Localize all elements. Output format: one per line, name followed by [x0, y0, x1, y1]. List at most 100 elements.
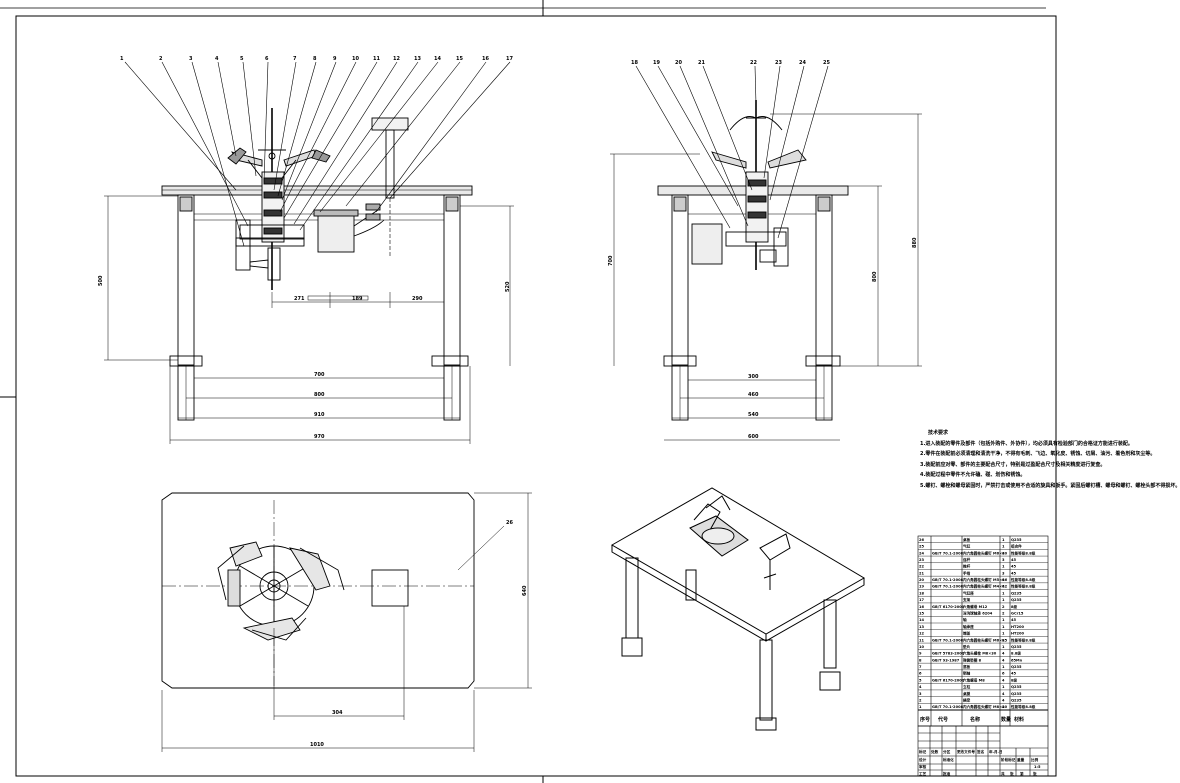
bom-cell-mat: 8级: [1011, 604, 1018, 609]
bom-cell-no: 1: [919, 705, 922, 709]
bom-cell-qty: 4: [1002, 699, 1005, 703]
bom-cell-name: 横梁: [963, 698, 971, 703]
bom-cell-mat: 45: [1011, 618, 1017, 622]
bom-cell-mat: HT200: [1011, 625, 1024, 629]
bom-cell-name: 气缸座: [963, 590, 974, 595]
bom-cell-qty: 4: [1002, 705, 1005, 709]
bom-cell-qty: 6: [1002, 578, 1005, 582]
bom-cell-code: GB/T 70.1-2008: [932, 705, 964, 709]
balloon-label: 13: [414, 56, 421, 62]
dim-600: 600: [748, 434, 759, 440]
top-view-labels: 1010 304 640 26: [310, 520, 528, 748]
dim-304: 304: [332, 710, 343, 716]
tb-label: 设计: [919, 757, 927, 762]
bom-cell-qty: 8: [1002, 638, 1005, 642]
side-view-dimensions: [610, 113, 922, 441]
bom-cell-qty: 6: [1002, 585, 1005, 589]
note-line: 5.螺钉、螺栓和螺母紧固时，严禁打击或使用不合适的旋具和扳手。紧固后螺钉槽、螺母…: [920, 482, 1180, 489]
bom-cell-name: 轴: [963, 617, 967, 622]
bom-cell-no: 19: [919, 585, 925, 589]
dim-700: 700: [314, 372, 325, 378]
balloon-label: 26: [506, 520, 513, 526]
dim-910: 910: [314, 412, 325, 418]
bom-cell-name: 推杆: [963, 564, 971, 569]
balloon-label: 17: [506, 56, 513, 62]
bom-cell-qty: 1: [1002, 545, 1005, 549]
bom-cell-name: 六角螺母 M12: [963, 604, 988, 609]
bom-cell-mat: Q235: [1011, 699, 1022, 703]
bom-cell-name: 轴承座: [963, 624, 974, 629]
bom-cell-mat: Q235: [1011, 598, 1022, 602]
bom-cell-mat: Q235: [1011, 665, 1022, 669]
balloon-label: 2: [159, 56, 163, 62]
bom-cell-mat: Q235: [1011, 685, 1022, 689]
bom-cell-no: 15: [919, 612, 925, 616]
bom-cell-no: 14: [919, 618, 925, 622]
bom-cell-qty: 1: [1002, 598, 1005, 602]
dim-700: 700: [608, 255, 614, 266]
front-view: [161, 108, 473, 421]
bom-header: 序号 代号 名称 数量 材料: [919, 716, 1024, 723]
bom-cell-name: 立柱: [963, 684, 971, 689]
balloon-label: 23: [775, 60, 782, 66]
bom-cell-mat: 65Mn: [1011, 658, 1023, 662]
tb-label: 重量: [1017, 757, 1025, 762]
dim-460: 460: [748, 392, 759, 398]
balloon-label: 24: [799, 60, 806, 66]
tb-label: 工艺: [919, 771, 927, 776]
bom-cell-mat: 性能等级8.8级: [1010, 637, 1036, 642]
bom-cell-qty: 1: [1002, 565, 1005, 569]
bom-cell-qty: 4: [1002, 551, 1005, 555]
bom-cell-code: GB/T 70.1-2008: [932, 551, 964, 555]
dim-271: 271: [294, 296, 305, 302]
bom-cell-qty: 4: [1002, 658, 1005, 662]
dim-500: 500: [98, 275, 104, 286]
top-view-dimensions: [161, 492, 532, 752]
bom-cell-mat: 45: [1011, 565, 1017, 569]
bom-cell-name: 内六角圆柱头螺钉 M6×20: [963, 550, 1008, 555]
bom-cell-mat: 8.8级: [1011, 651, 1021, 656]
bom-cell-mat: 性能等级8.8级: [1010, 577, 1036, 582]
note-line: 3.装配前应对零、部件的主要配合尺寸，特别是过盈配合尺寸及相关精度进行复查。: [920, 461, 1106, 468]
bom-table: [917, 535, 1049, 727]
bom-cell-no: 3: [919, 692, 922, 696]
tb-label: 比例: [1031, 757, 1039, 762]
note-line: 2.零件在装配前必须清理和清洗干净，不得有毛刺、飞边、氧化皮、锈蚀、切屑、油污、…: [920, 451, 1156, 457]
bom-cell-code: GB/T 93-1987: [932, 658, 960, 662]
side-view-dimension-labels: 600 540 460 300 700 880 800: [608, 237, 918, 440]
bom-cell-name: 内六角圆柱头螺钉 M5×16: [963, 577, 1008, 582]
bom-cell-code: GB/T 6170-2000: [932, 605, 965, 609]
bom-cell-qty: 1: [1002, 632, 1005, 636]
bom-cell-mat: Q235: [1011, 538, 1022, 542]
tb-label: 标记: [918, 749, 927, 754]
bom-header-mat: 材料: [1014, 716, 1024, 723]
front-view-dimension-labels: 970 910 800 700 500 520 271 189 290: [98, 275, 511, 440]
bom-cell-name: 手指: [963, 570, 971, 575]
bom-cell-qty: 3: [1002, 558, 1005, 562]
bom-cell-mat: GCr15: [1011, 612, 1024, 616]
bom-cell-no: 2: [919, 699, 922, 703]
balloon-label: 9: [333, 56, 337, 62]
bom-cell-no: 16: [919, 605, 925, 609]
tb-label: 更改文件号: [956, 749, 975, 754]
bom-header-qty: 数量: [1001, 716, 1011, 723]
technical-requirements: 技术要求 1.进入装配的零件及部件（包括外购件、外协件），均必须具有检验部门的合…: [920, 428, 1180, 491]
bom-cell-qty: 1: [1002, 618, 1005, 622]
bom-cell-no: 25: [919, 545, 925, 549]
bom-cell-name: 支架: [962, 597, 971, 602]
bom-cell-no: 8: [919, 658, 922, 662]
bom-cell-name: 深沟球轴承 6204: [963, 611, 993, 616]
bom-header-no: 序号: [919, 716, 930, 723]
balloon-label: 16: [482, 56, 489, 62]
dim-290: 290: [412, 296, 423, 302]
bom-cell-name: 底板: [962, 664, 971, 669]
dim-189: 189: [352, 296, 363, 302]
bom-cell-mat: 性能等级8.8级: [1010, 584, 1036, 589]
tb-label: 阶段标记: [1001, 757, 1016, 762]
front-view-balloons: [124, 61, 511, 247]
bom-cell-code: GB/T 70.1-2008: [932, 578, 964, 582]
bom-cell-no: 18: [919, 591, 925, 595]
bom-cell-mat: 8级: [1011, 677, 1018, 682]
bom-cell-no: 9: [919, 652, 922, 656]
